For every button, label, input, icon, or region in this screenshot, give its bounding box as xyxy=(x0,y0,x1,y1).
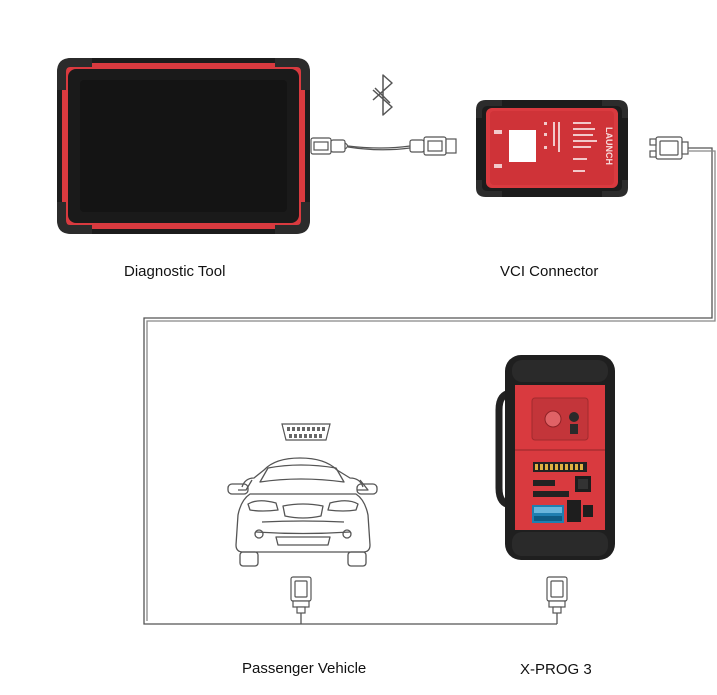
vci-device: LAUNCH xyxy=(476,100,628,197)
xprog-db-connector-icon xyxy=(546,576,568,614)
passenger-vehicle-illustration xyxy=(227,457,378,567)
obd-connector-icon xyxy=(281,423,331,441)
vci-label-sticker xyxy=(509,130,536,162)
xprog3-device xyxy=(495,355,615,560)
caption-passenger-vehicle: Passenger Vehicle xyxy=(242,660,367,677)
bluetooth-icon xyxy=(372,74,393,116)
caption-xprog3: X-PROG 3 xyxy=(520,661,592,678)
main-cable-line-inner xyxy=(146,150,716,621)
caption-diagnostic-tool: Diagnostic Tool xyxy=(124,263,226,280)
diagnostic-tablet xyxy=(57,58,310,234)
vehicle-db-connector-icon xyxy=(290,576,312,614)
caption-vci-connector: VCI Connector xyxy=(500,263,599,280)
vci-brand-text: LAUNCH xyxy=(604,127,614,165)
main-cable-line xyxy=(143,147,713,625)
db-connector-icon xyxy=(649,136,689,160)
usb-cable-icon xyxy=(310,136,457,156)
